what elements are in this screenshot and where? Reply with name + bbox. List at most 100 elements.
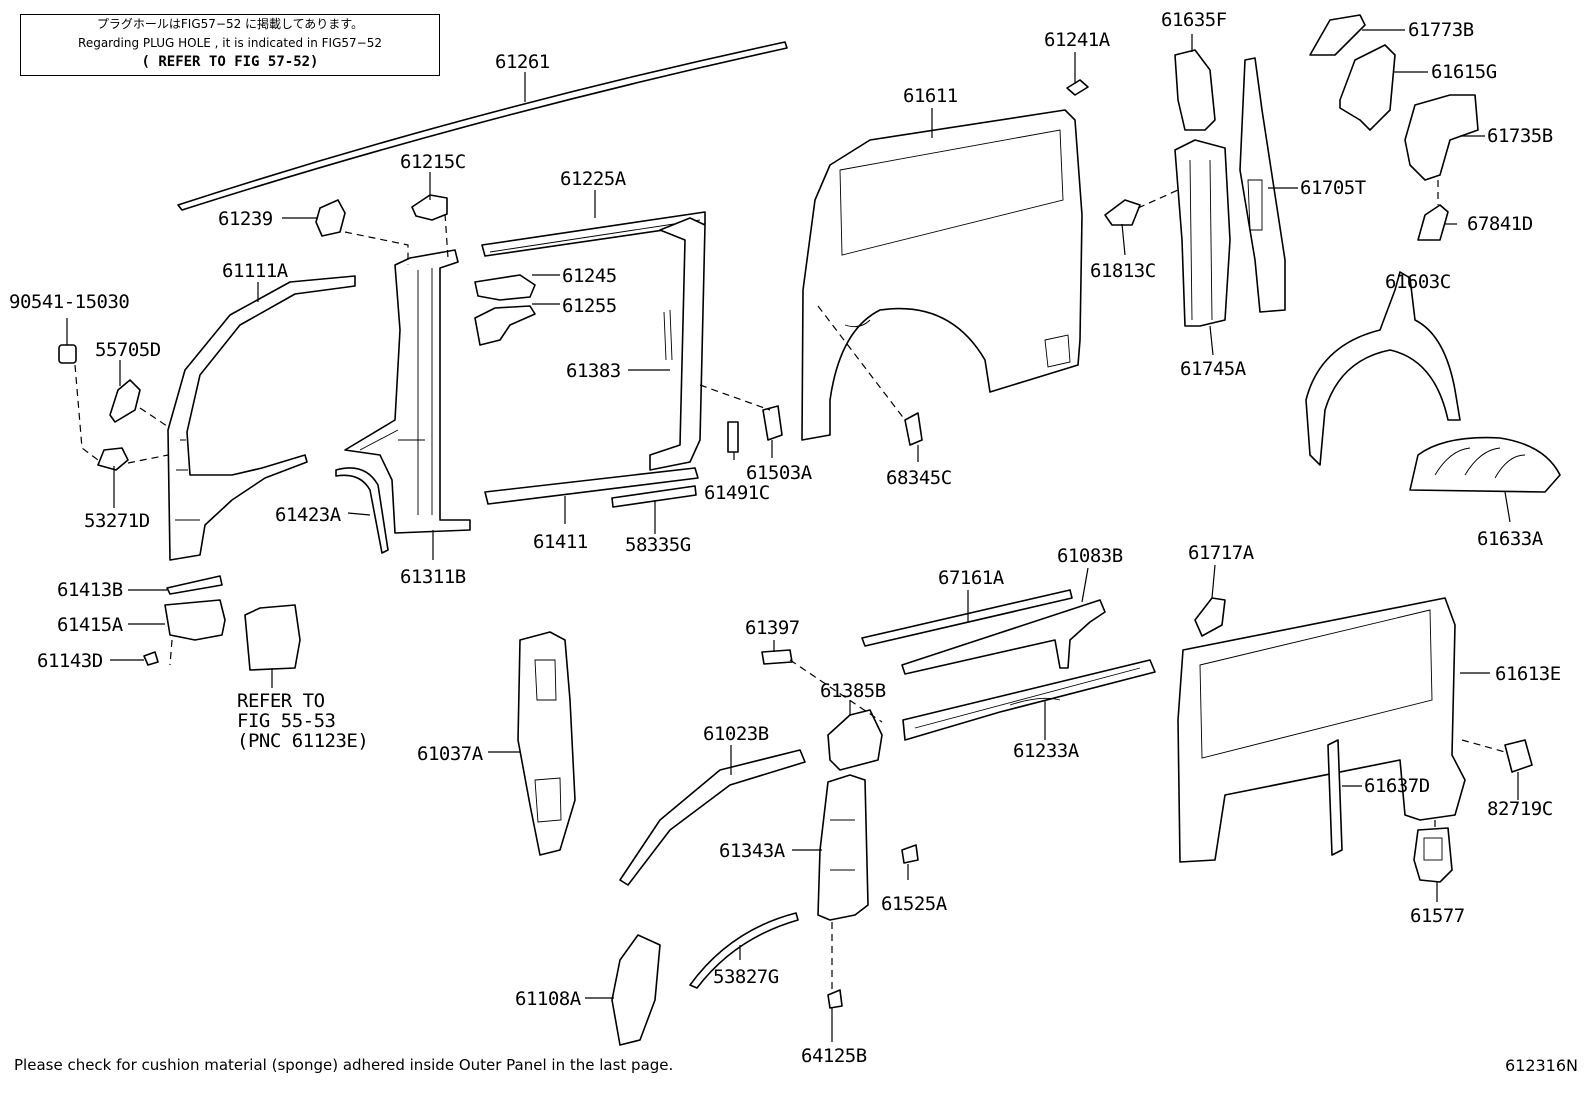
part-61603C: [1305, 271, 1461, 466]
label-61111A: 61111A: [222, 260, 289, 282]
part-61813C: [1104, 199, 1141, 226]
label-61261: 61261: [495, 51, 550, 73]
part-67841D: [1417, 204, 1449, 241]
label-67841D: 67841D: [1467, 213, 1533, 235]
label-61745A: 61745A: [1180, 358, 1247, 380]
label-61108A: 61108A: [515, 988, 582, 1010]
label-61311B: 61311B: [400, 566, 466, 588]
part-67161A: [861, 589, 1073, 647]
label-61255: 61255: [562, 295, 617, 317]
part-90541-15030: [58, 344, 77, 364]
part-61717A: [1194, 597, 1226, 637]
label-61037A: 61037A: [417, 743, 484, 765]
label-61615G: 61615G: [1431, 61, 1497, 83]
label-61241A: 61241A: [1044, 29, 1111, 51]
part-61415A: [164, 599, 226, 641]
label-61491C: 61491C: [704, 482, 770, 504]
part-61633A: [1409, 436, 1561, 493]
note-line-reference: ( REFER TO FIG 57-52): [141, 54, 319, 70]
label-61397: 61397: [745, 617, 800, 639]
label-55705D: 55705D: [95, 339, 161, 361]
label-61383: 61383: [566, 360, 621, 382]
label-61577: 61577: [1410, 905, 1465, 927]
note-line-english: Regarding PLUG HOLE , it is indicated in…: [78, 36, 382, 50]
part-61111A: [167, 275, 356, 561]
part-55705D: [109, 379, 141, 423]
part-61525A: [901, 844, 919, 864]
label-61637D: 61637D: [1364, 775, 1430, 797]
refer-note-line2: FIG 55-53: [237, 710, 336, 732]
label-61613E: 61613E: [1495, 663, 1561, 685]
part-61735B: [1404, 94, 1479, 181]
note-line-japanese: プラグホールはFIG57−52 に掲載してあります。: [96, 17, 364, 31]
label-61735B: 61735B: [1487, 125, 1553, 147]
label-61423A: 61423A: [275, 504, 342, 526]
part-61343A: [817, 774, 869, 921]
label-61717A: 61717A: [1188, 542, 1255, 564]
label-61773B: 61773B: [1408, 19, 1474, 41]
part-82719C: [1504, 739, 1533, 773]
part-61615G: [1339, 44, 1396, 131]
part-labels: 61261 61215C 61239 61225A 61111A 90541-1…: [9, 9, 1561, 1067]
part-53827G: [689, 912, 799, 989]
label-61245: 61245: [562, 265, 617, 287]
label-61525A: 61525A: [881, 893, 948, 915]
label-58335G: 58335G: [625, 534, 691, 556]
label-61239: 61239: [218, 208, 273, 230]
part-61411: [484, 467, 699, 505]
label-67161A: 67161A: [938, 567, 1005, 589]
part-61261: [177, 41, 788, 211]
label-61343A: 61343A: [719, 840, 786, 862]
part-61245: [474, 274, 536, 301]
part-61239: [315, 199, 346, 237]
plug-hole-note-box: プラグホールはFIG57−52 に掲載してあります。 Regarding PLU…: [20, 14, 440, 76]
leader-lines: [66, 29, 1519, 1042]
label-68345C: 68345C: [886, 467, 952, 489]
part-61423A: [335, 467, 389, 554]
refer-note-line1: REFER TO: [237, 690, 325, 712]
part-61705T: [1239, 57, 1286, 313]
part-58335G: [611, 485, 697, 508]
part-61491C: [727, 421, 739, 453]
label-61635F: 61635F: [1161, 9, 1227, 31]
part-61083B: [901, 599, 1106, 675]
label-61813C: 61813C: [1090, 260, 1156, 282]
part-fuel-door-reference: [244, 604, 301, 671]
part-61397: [761, 649, 793, 665]
part-61611: [801, 109, 1083, 441]
part-53271D: [97, 447, 129, 471]
label-53827G: 53827G: [713, 966, 779, 988]
label-61611: 61611: [903, 85, 958, 107]
part-61108A: [611, 934, 661, 1046]
label-61413B: 61413B: [57, 579, 123, 601]
part-61613E: [1177, 597, 1466, 863]
label-61083B: 61083B: [1057, 545, 1123, 567]
figure-number: 612316N: [1504, 1056, 1578, 1075]
footer-note: Please check for cushion material (spong…: [14, 1056, 674, 1074]
part-61383: [649, 217, 706, 471]
part-61577: [1413, 827, 1453, 883]
part-61143D: [143, 651, 159, 666]
part-64125B: [827, 989, 843, 1009]
part-61745A: [1174, 139, 1231, 327]
part-61635F: [1174, 49, 1216, 131]
part-61637D: [1327, 739, 1343, 856]
label-53271D: 53271D: [84, 510, 150, 532]
label-90541-15030: 90541-15030: [9, 291, 129, 313]
label-64125B: 64125B: [801, 1045, 867, 1067]
part-61773B: [1309, 14, 1366, 56]
label-61233A: 61233A: [1013, 740, 1080, 762]
label-61633A: 61633A: [1477, 528, 1544, 550]
part-61413B: [166, 575, 223, 595]
label-61225A: 61225A: [560, 168, 627, 190]
label-82719C: 82719C: [1487, 798, 1553, 820]
label-61023B: 61023B: [703, 723, 769, 745]
part-61385B: [827, 709, 883, 771]
label-61503A: 61503A: [746, 462, 813, 484]
label-61143D: 61143D: [37, 650, 103, 672]
label-61411: 61411: [533, 531, 588, 553]
refer-note-line3: (PNC 61123E): [237, 730, 368, 752]
part-68345C: [904, 412, 923, 446]
part-61241A: [1066, 79, 1089, 96]
